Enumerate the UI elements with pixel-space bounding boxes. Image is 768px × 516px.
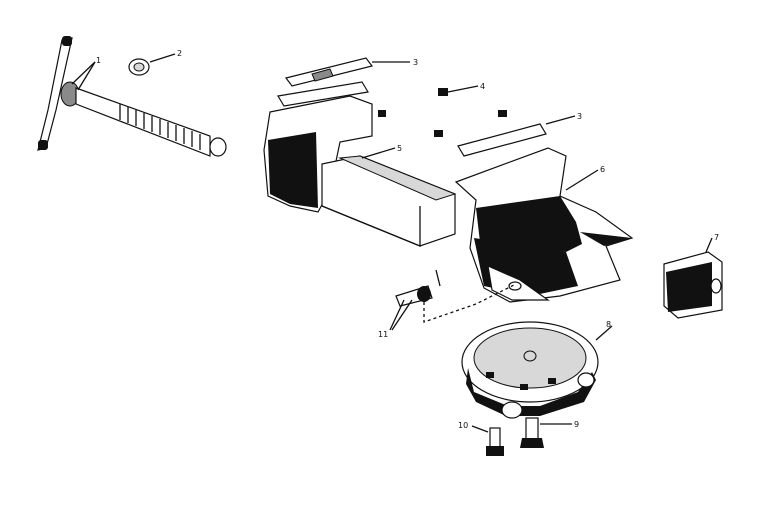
svg-text:◀◀: ◀◀ bbox=[286, 161, 299, 170]
callout-8: 8 bbox=[606, 320, 611, 329]
part-jaw-insert-lower bbox=[457, 115, 576, 157]
part-anvil-insert bbox=[663, 237, 723, 319]
callout-10: 10 bbox=[458, 421, 468, 430]
callout-4: 4 bbox=[480, 82, 485, 91]
callout-5: 5 bbox=[397, 144, 402, 153]
part-handle-screw bbox=[37, 36, 227, 157]
part-swivel-base bbox=[461, 321, 613, 419]
callout-1: 1 bbox=[96, 56, 101, 65]
part-jaw-insert-upper bbox=[277, 57, 410, 107]
part-body bbox=[454, 147, 634, 303]
part-sliding-jaw: ◀◀ bbox=[263, 95, 457, 247]
part-lock-handle bbox=[389, 269, 517, 331]
part-bolts bbox=[378, 85, 507, 137]
part-washer bbox=[128, 53, 176, 76]
callout-7: 7 bbox=[714, 233, 719, 242]
callout-9: 9 bbox=[574, 420, 579, 429]
callout-2: 2 bbox=[177, 49, 182, 58]
callout-6: 6 bbox=[600, 165, 605, 174]
callout-3-lower: 3 bbox=[577, 112, 582, 121]
callout-11: 11 bbox=[378, 330, 388, 339]
callout-3-upper: 3 bbox=[413, 58, 418, 67]
part-base-bolts bbox=[471, 417, 572, 456]
callout-labels: 1 2 3 4 3 5 6 7 8 9 10 11 bbox=[96, 49, 719, 430]
